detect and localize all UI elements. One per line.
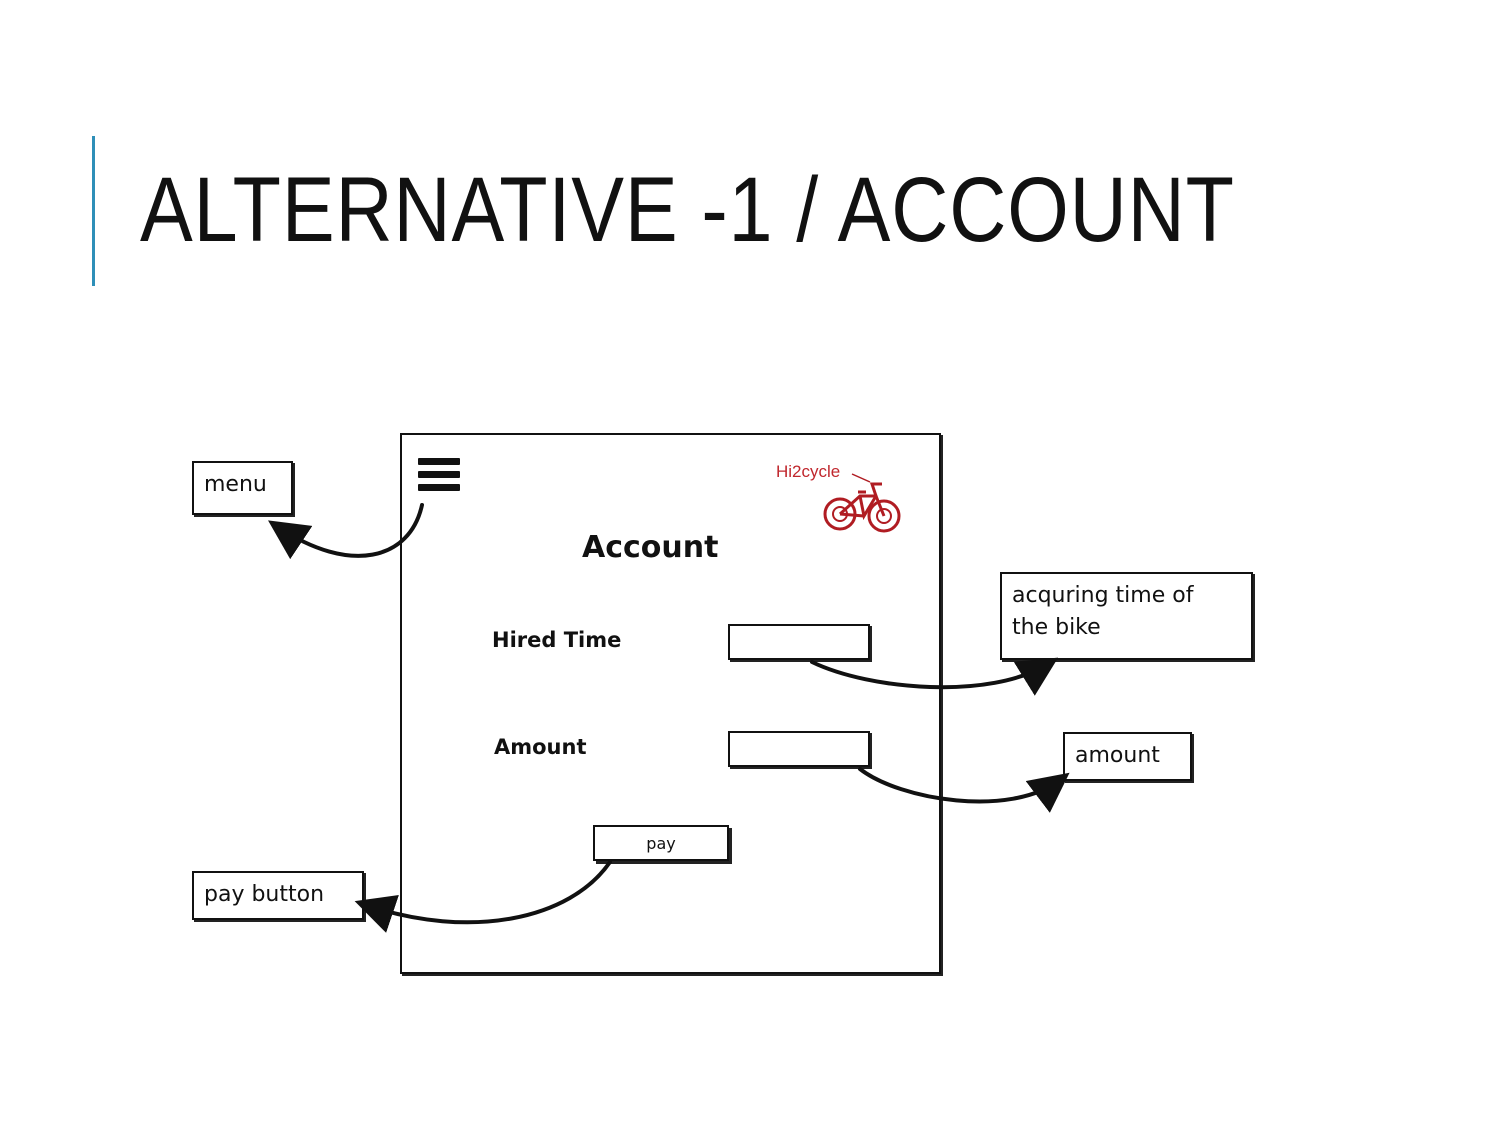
arrow-pay-button (354, 860, 612, 933)
amount-field[interactable] (728, 731, 870, 767)
note-hired-time-line2: the bike (1012, 615, 1101, 640)
hamburger-icon[interactable] (418, 458, 460, 494)
note-hired-time: acquring time of the bike (1000, 572, 1253, 660)
hired-time-field[interactable] (728, 624, 870, 660)
note-pay-button: pay button (192, 871, 364, 920)
note-pay-button-text: pay button (204, 882, 325, 907)
pay-button[interactable]: pay (593, 825, 729, 861)
note-amount-text: amount (1075, 743, 1160, 768)
note-menu: menu (192, 461, 293, 515)
note-menu-text: menu (204, 472, 267, 497)
hired-time-label: Hired Time (492, 628, 622, 652)
bicycle-icon (823, 473, 901, 533)
app-logo: Hi2cycle (772, 462, 912, 538)
note-hired-time-line1: acquring time of (1012, 583, 1194, 608)
logo-text: Hi2cycle (776, 462, 841, 481)
title-accent-bar (92, 136, 95, 286)
slide-title: ALTERNATIVE -1 / ACCOUNT (140, 159, 1235, 261)
arrow-menu (268, 503, 424, 560)
note-amount: amount (1063, 732, 1192, 781)
amount-label: Amount (494, 735, 587, 759)
account-title: Account (582, 530, 719, 565)
arrow-amount (858, 767, 1070, 813)
arrow-hired-time (810, 657, 1059, 696)
